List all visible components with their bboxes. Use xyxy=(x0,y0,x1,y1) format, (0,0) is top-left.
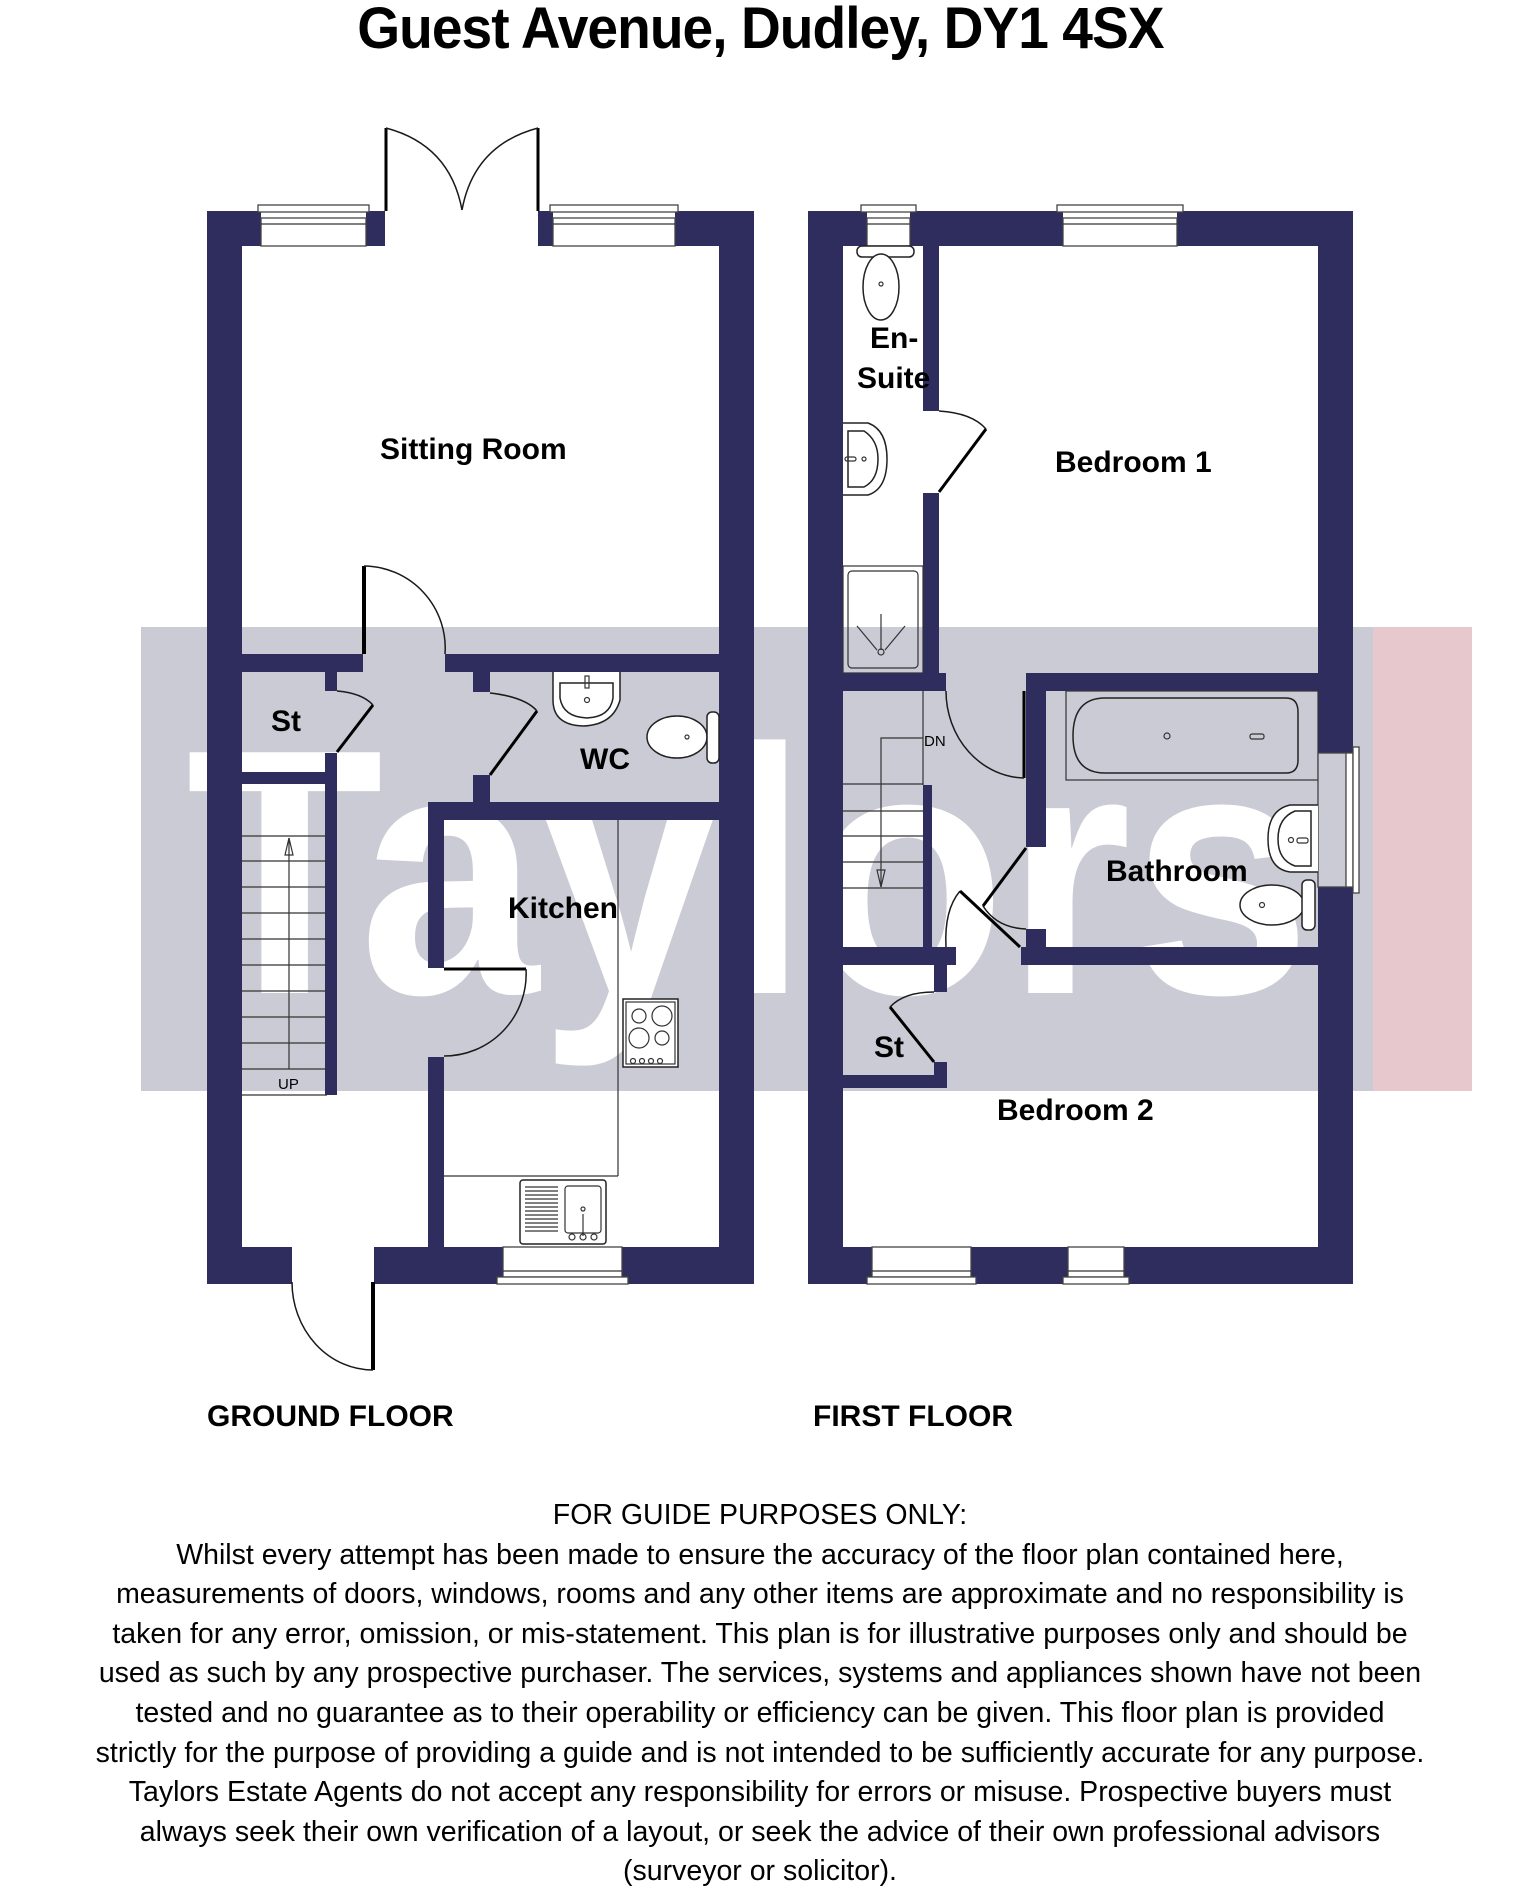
window xyxy=(860,204,917,247)
disclaimer-line: measurements of doors, windows, rooms an… xyxy=(116,1578,1404,1611)
hob xyxy=(622,998,679,1068)
wc-toilet xyxy=(646,711,720,764)
room-label-bathroom: Bathroom xyxy=(1106,855,1248,888)
window xyxy=(1056,204,1184,247)
french-doors xyxy=(384,127,540,211)
room-label-store-first: St xyxy=(874,1031,904,1064)
window xyxy=(496,1246,629,1285)
disclaimer-line: tested and no guarantee as to their oper… xyxy=(135,1696,1385,1729)
disclaimer-line: taken for any error, omission, or mis-st… xyxy=(112,1617,1408,1650)
front-door xyxy=(291,1281,375,1371)
disclaimer-line: used as such by any prospective purchase… xyxy=(98,1657,1422,1690)
ensuite-toilet xyxy=(856,245,915,321)
disclaimer-line: Taylors Estate Agents do not accept any … xyxy=(128,1776,1392,1809)
room-label-wc: WC xyxy=(580,743,630,776)
bath xyxy=(1065,690,1319,781)
room-label-bedroom-1: Bedroom 1 xyxy=(1055,446,1212,479)
room-label-ensuite-line2: Suite xyxy=(857,362,930,395)
room-label-bedroom-2: Bedroom 2 xyxy=(997,1094,1154,1127)
disclaimer-heading: FOR GUIDE PURPOSES ONLY: xyxy=(552,1499,968,1531)
room-label-kitchen: Kitchen xyxy=(508,892,618,925)
ground-floor-plan: UP xyxy=(207,127,754,1433)
watermark-band-accent xyxy=(1373,627,1472,1091)
kitchen-sink xyxy=(519,1179,607,1245)
window xyxy=(257,204,370,247)
disclaimer-line: (surveyor or solicitor). xyxy=(623,1855,897,1888)
property-address: Guest Avenue, Dudley, DY1 4SX xyxy=(356,0,1164,61)
window xyxy=(549,204,679,247)
disclaimer-line: always seek their own verification of a … xyxy=(139,1815,1381,1848)
window xyxy=(1317,746,1360,894)
stairs-up-label: UP xyxy=(278,1076,299,1093)
floor-label-ground: GROUND FLOOR xyxy=(207,1400,454,1433)
disclaimer-line: Whilst every attempt has been made to en… xyxy=(176,1538,1344,1571)
ensuite-basin xyxy=(843,422,888,496)
bathroom-basin xyxy=(1267,804,1318,873)
floor-label-first: FIRST FLOOR xyxy=(813,1400,1013,1433)
bathroom-toilet xyxy=(1239,879,1316,931)
stairs-down-label: DN xyxy=(924,733,946,750)
disclaimer: FOR GUIDE PURPOSES ONLY: Whilst every at… xyxy=(0,1496,1520,1892)
room-label-sitting-room: Sitting Room xyxy=(380,433,567,466)
window xyxy=(1062,1246,1130,1285)
staircase: DN xyxy=(843,691,946,947)
watermark-band xyxy=(141,627,1472,1091)
room-label-store: St xyxy=(271,705,301,738)
staircase: UP xyxy=(242,835,327,1096)
disclaimer-line: strictly for the purpose of providing a … xyxy=(95,1736,1425,1769)
first-floor-plan: DN xyxy=(808,204,1360,1433)
room-label-ensuite-line1: En- xyxy=(870,322,918,355)
page-title: Guest Avenue, Dudley, DY1 4SX xyxy=(0,0,1520,58)
wc-basin xyxy=(552,672,621,727)
window xyxy=(866,1246,977,1285)
